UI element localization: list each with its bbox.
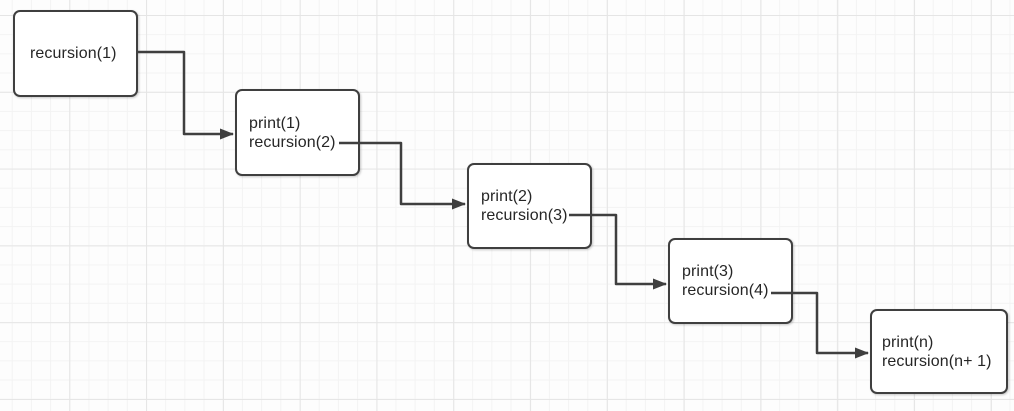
node-label: print(1) <box>249 114 301 132</box>
node-label: print(3) <box>682 263 734 280</box>
connector-node4-node5[interactable] <box>771 291 869 359</box>
flow-node-recursion-1[interactable]: recursion(1) <box>13 10 138 97</box>
node-label: recursion(4) <box>682 282 769 299</box>
node-label: recursion(2) <box>249 133 336 151</box>
flow-node-print-2[interactable]: print(2) recursion(3) <box>467 163 592 249</box>
node-label: recursion(1) <box>30 45 117 62</box>
connector-node2-node3[interactable] <box>339 141 466 210</box>
flow-node-print-1[interactable]: print(1) recursion(2) <box>235 89 360 176</box>
connector-node3-node4[interactable] <box>569 213 667 290</box>
connector-node1-node2[interactable] <box>138 50 234 140</box>
flow-node-print-3[interactable]: print(3) recursion(4) <box>668 238 793 324</box>
flow-node-print-n[interactable]: print(n) recursion(n+ 1) <box>870 309 1008 394</box>
node-label: print(2) <box>481 188 533 205</box>
node-label: print(n) <box>882 333 934 351</box>
node-label: recursion(3) <box>481 207 568 224</box>
node-label: recursion(n+ 1) <box>882 352 992 370</box>
